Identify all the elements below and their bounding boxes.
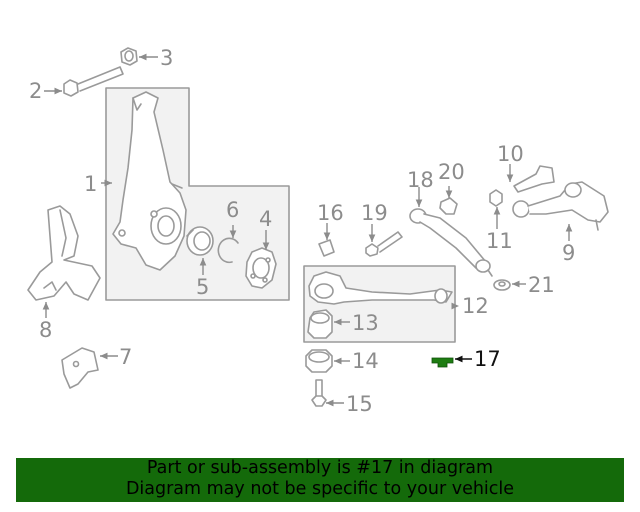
- callout-8: 8: [39, 318, 52, 342]
- part-14-bushing[interactable]: [305, 349, 333, 373]
- part-1-steering-knuckle[interactable]: [112, 91, 187, 271]
- part-2-bolt[interactable]: [63, 66, 124, 97]
- part-6-snap-ring[interactable]: [217, 237, 239, 264]
- callout-20: 20: [438, 160, 465, 184]
- part-13-bushing[interactable]: [307, 309, 333, 339]
- part-18-control-arm[interactable]: [409, 208, 493, 277]
- part-20-bushing[interactable]: [439, 197, 458, 215]
- callout-16: 16: [317, 201, 344, 225]
- callout-14: 14: [352, 349, 379, 373]
- callout-17: 17: [474, 347, 501, 371]
- callout-5: 5: [196, 275, 209, 299]
- callout-7: 7: [119, 345, 132, 369]
- callout-2: 2: [29, 79, 42, 103]
- info-banner: Part or sub-assembly is #17 in diagram D…: [16, 458, 624, 502]
- callout-13: 13: [352, 311, 379, 335]
- callout-19: 19: [361, 201, 388, 225]
- callout-4: 4: [259, 207, 272, 231]
- part-12-lower-arm[interactable]: [308, 271, 453, 305]
- part-19-bolt[interactable]: [365, 231, 403, 257]
- part-3-nut[interactable]: [120, 47, 138, 66]
- callout-6: 6: [226, 198, 239, 222]
- part-4-hub[interactable]: [245, 247, 277, 289]
- callout-3: 3: [160, 46, 173, 70]
- callout-1: 1: [84, 172, 97, 196]
- part-16-clip[interactable]: [318, 239, 335, 257]
- part-7-bracket[interactable]: [61, 347, 99, 389]
- callout-11: 11: [486, 229, 513, 253]
- callout-12: 12: [462, 294, 489, 318]
- banner-line-2: Diagram may not be specific to your vehi…: [125, 479, 515, 499]
- part-15-bolt[interactable]: [311, 379, 327, 407]
- part-11-nut[interactable]: [489, 189, 503, 207]
- part-9-upper-arm[interactable]: [512, 181, 609, 231]
- part-17-highlighted[interactable]: [431, 357, 454, 368]
- callout-15: 15: [346, 392, 373, 416]
- part-8-splash-shield[interactable]: [27, 205, 101, 301]
- part-5-bearing[interactable]: [186, 226, 214, 256]
- callout-18: 18: [407, 168, 434, 192]
- callout-10: 10: [497, 142, 524, 166]
- part-10-bolt[interactable]: [513, 165, 555, 193]
- banner-line-1: Part or sub-assembly is #17 in diagram: [146, 458, 494, 478]
- part-21-washer[interactable]: [493, 279, 511, 291]
- callout-21: 21: [528, 273, 555, 297]
- callout-9: 9: [562, 241, 575, 265]
